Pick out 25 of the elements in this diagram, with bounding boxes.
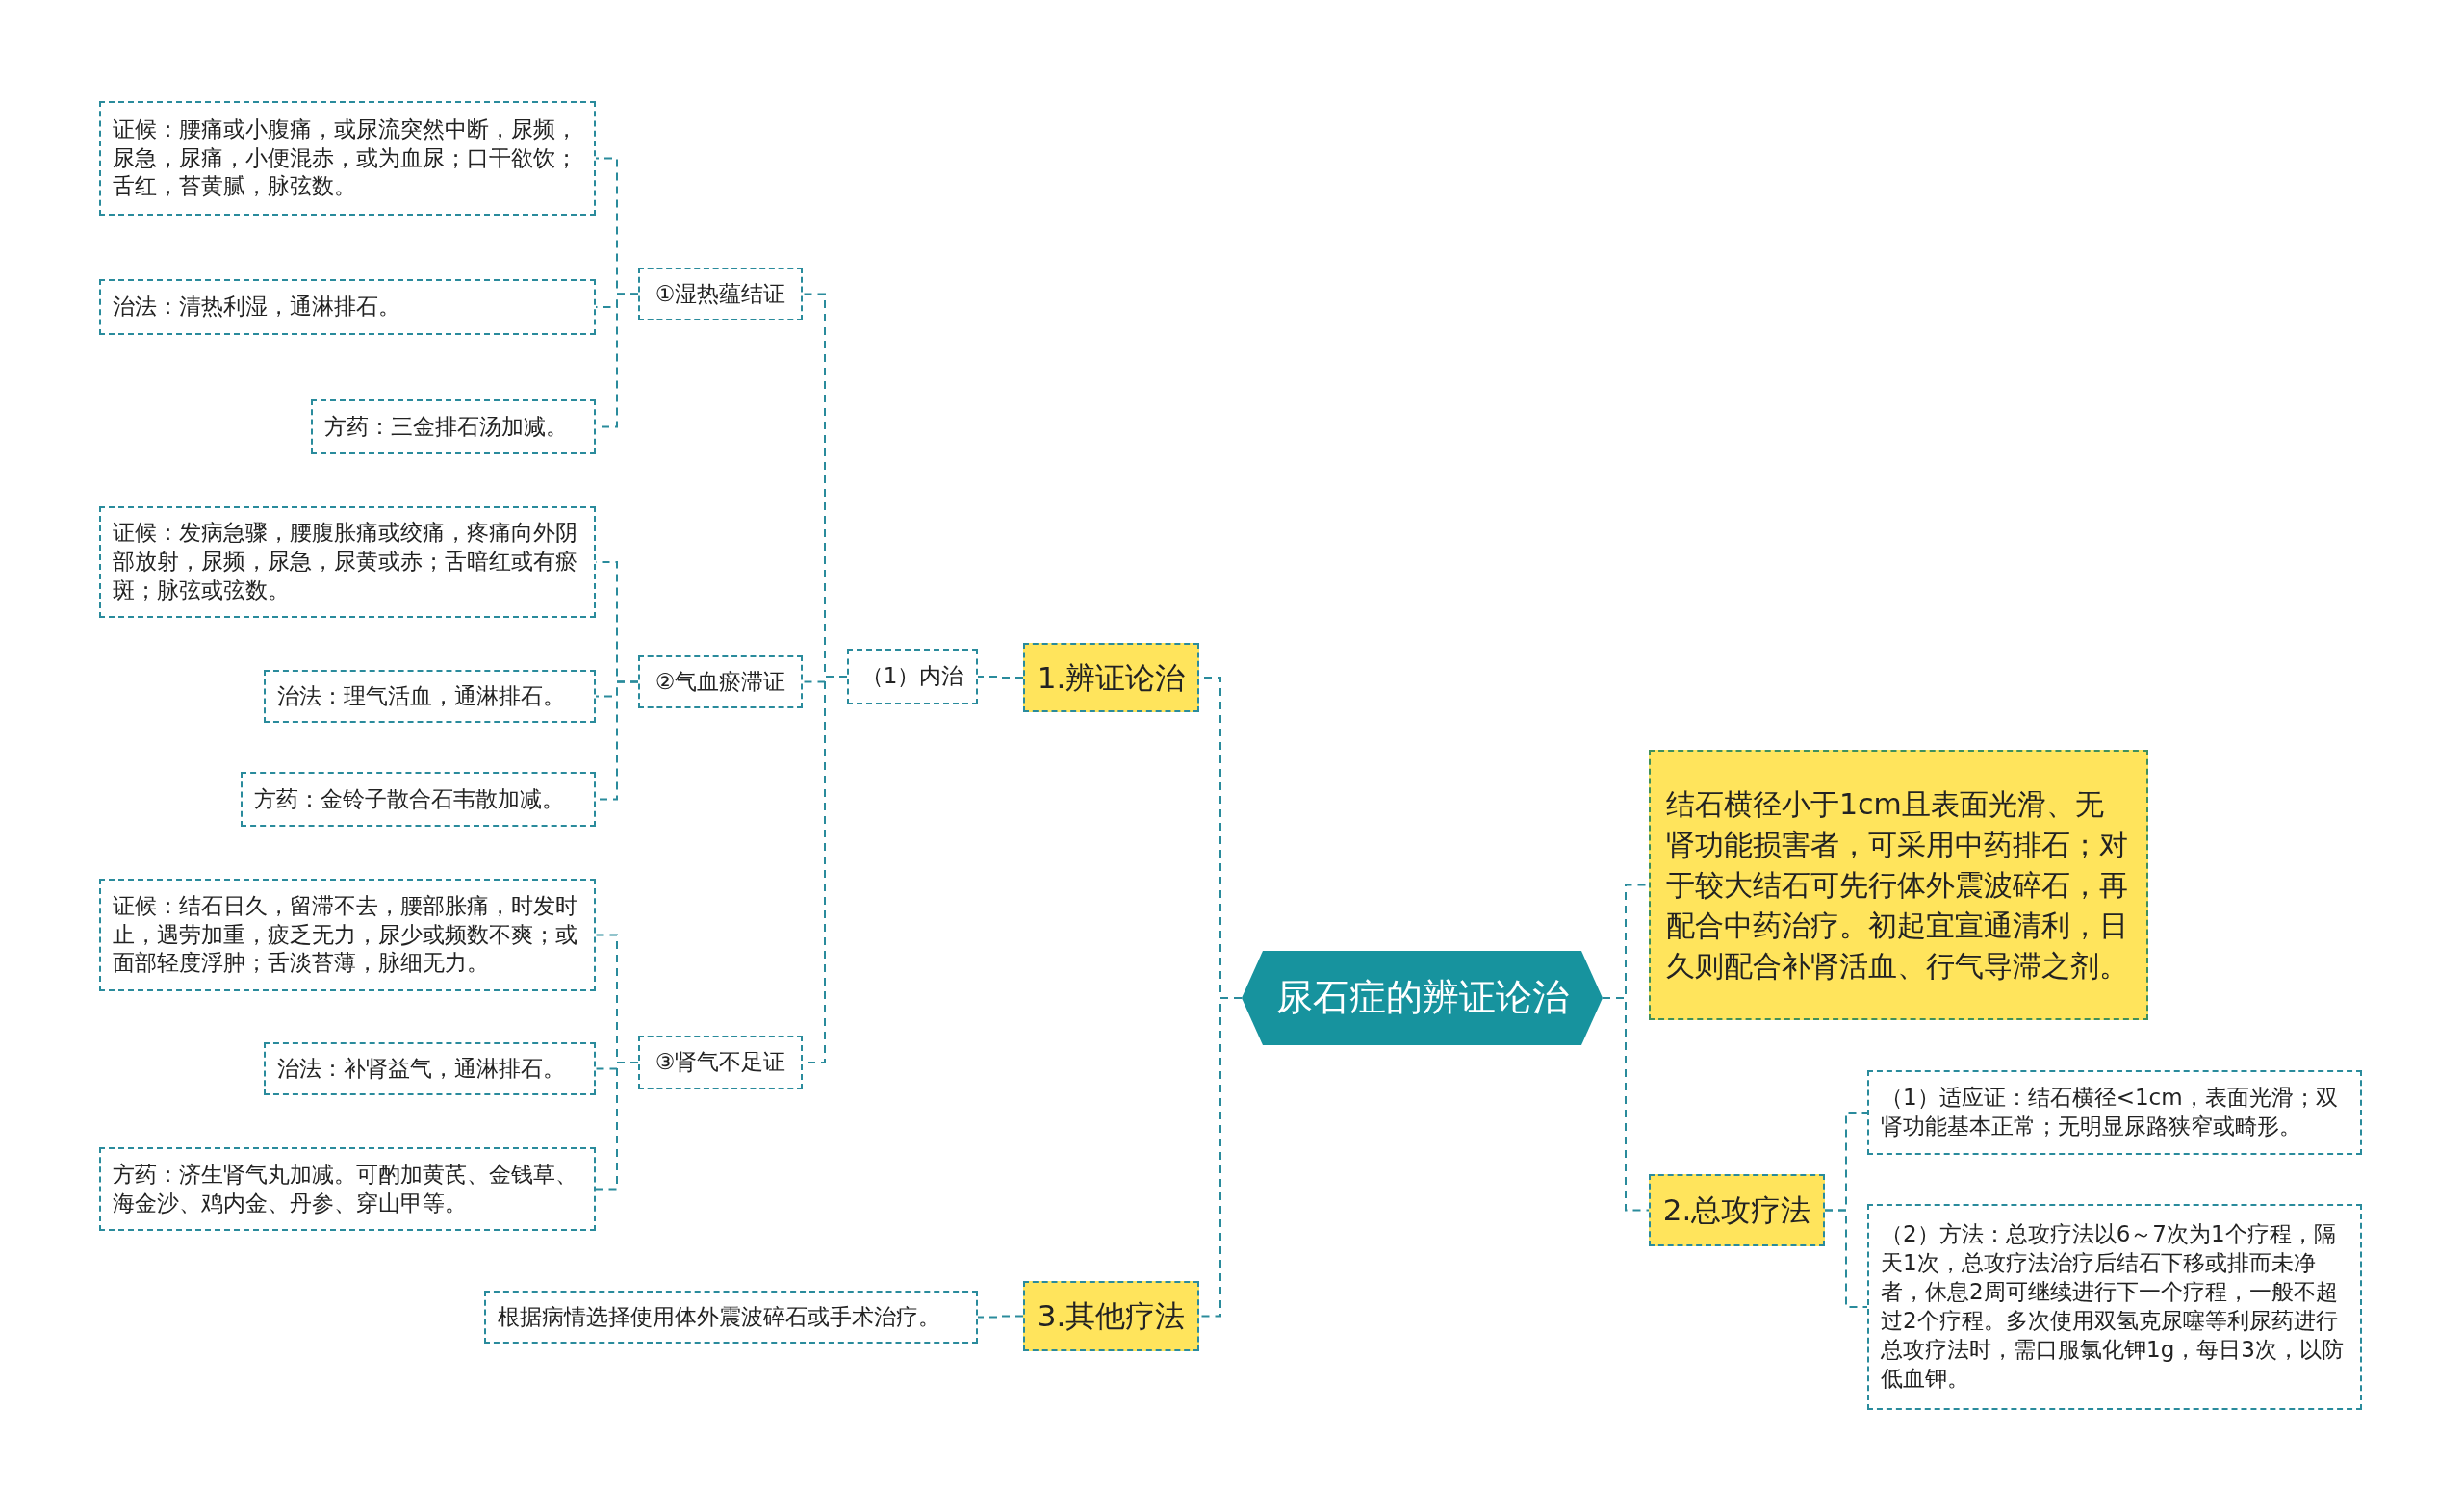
detail-box: 治法：补肾益气，通淋排石。 [264,1042,596,1095]
connector-line [977,1315,1024,1319]
detail-box: （2）方法：总攻疗法以6～7次为1个疗程，隔天1次，总攻疗法治疗后结石下移或排而未净者，休息2周可继续进行下一个疗程，一般不超过2个疗程。多次使用双氢克尿噻等利尿药进行总攻疗法时，需口服氯化钾1g，每日3次，以防低血钾。 [1867,1204,2362,1410]
detail-box: 证候：结石日久，留滞不去，腰部胀痛，时发时止，遇劳加重，疲乏无力，尿少或频数不爽；或面部轻度浮肿；舌淡苔薄，脉细无力。 [99,879,596,991]
detail-box: 根据病情选择使用体外震波碎石或手术治疗。 [484,1291,978,1344]
detail-box: 证候：发病急骤，腰腹胀痛或绞痛，疼痛向外阴部放射，尿频，尿急，尿黄或赤；舌暗红或有瘀斑；脉弦或弦数。 [99,506,596,618]
subtopic-box: ②气血瘀滞证 [638,655,803,708]
branch-topic-box: 1.辨证论治 [1023,643,1199,712]
subtopic-box: ③肾气不足证 [638,1036,803,1089]
detail-box: （1）适应证：结石横径<1cm，表面光滑；双肾功能基本正常；无明显尿路狭窄或畸形。 [1867,1070,2362,1155]
detail-box: 治法：理气活血，通淋排石。 [264,670,596,723]
detail-box: 治法：清热利湿，通淋排石。 [99,279,596,335]
note-box: 结石横径小于1cm且表面光滑、无肾功能损害者，可采用中药排石；对于较大结石可先行体外震波碎石，再配合中药治疗。初起宜宣通清利，日久则配合补肾活血、行气导滞之剂。 [1649,750,2148,1020]
connector-line [1824,1209,1868,1308]
branch-topic-box: 2.总攻疗法 [1649,1174,1825,1246]
branch-topic-box: 3.其他疗法 [1023,1281,1199,1351]
detail-box: 方药：济生肾气丸加减。可酌加黄芪、金钱草、海金沙、鸡内金、丹参、穿山甲等。 [99,1147,596,1231]
connector-line [977,676,1024,679]
detail-box: 证候：腰痛或小腹痛，或尿流突然中断，尿频，尿急，尿痛，小便混赤，或为血尿；口干欲饮；舌红，苔黄腻，脉弦数。 [99,101,596,216]
subtopic-box: ①湿热蕴结证 [638,268,803,320]
connector-line [595,1062,639,1191]
connector-line [1602,997,1650,1212]
subtopic-box: （1）内治 [847,649,978,704]
detail-box: 方药：金铃子散合石韦散加减。 [241,772,596,827]
detail-box: 方药：三金排石汤加减。 [311,399,596,454]
